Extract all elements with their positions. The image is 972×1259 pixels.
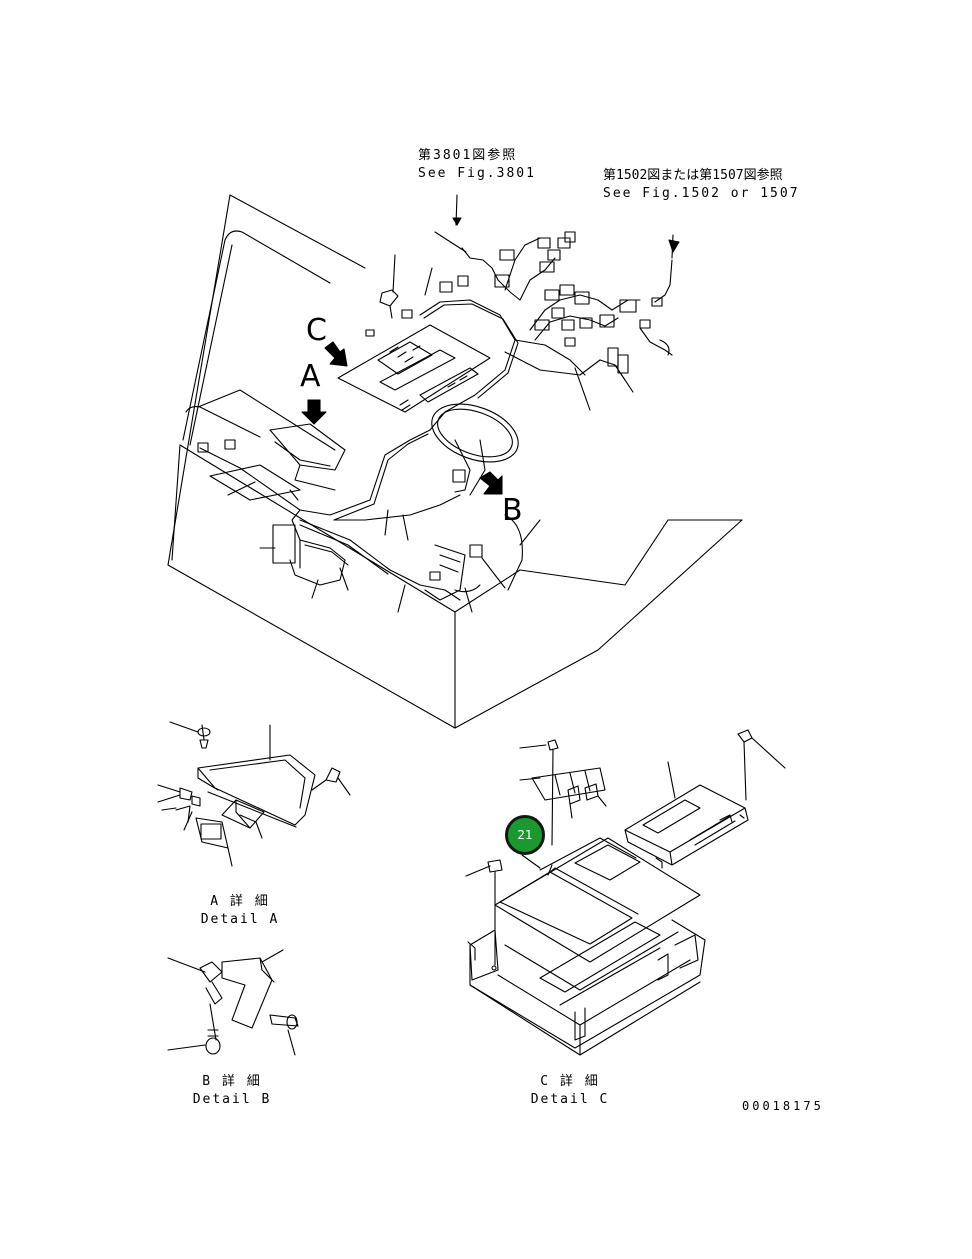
- cab-outline: [168, 195, 742, 728]
- fuse-panel: [338, 255, 490, 412]
- view-arrow-c: [325, 342, 347, 366]
- main-harness: [420, 232, 672, 430]
- connector-cluster: [402, 232, 662, 373]
- view-letter-b: B: [502, 493, 523, 528]
- detail-b-en: Detail B: [192, 1092, 272, 1107]
- ref-arrow-1502: [669, 240, 679, 252]
- detail-a-en: Detail A: [200, 912, 280, 927]
- view-arrow-a: [302, 400, 326, 424]
- ref-fig1502-jp: 第1502図または第1507図参照: [603, 168, 783, 183]
- detail-a-drawing: [158, 722, 350, 866]
- ref-fig1502-en: See Fig.1502 or 1507: [603, 186, 800, 201]
- detail-a-jp: A 詳 細: [210, 894, 270, 909]
- part-callout-badge[interactable]: 21: [505, 815, 545, 855]
- detail-c-en: Detail C: [530, 1092, 610, 1107]
- view-letter-c: C: [306, 313, 327, 348]
- detail-c-jp: C 詳 細: [540, 1074, 600, 1089]
- ref-arrow-3801: [453, 218, 461, 225]
- detail-c-drawing: [466, 730, 785, 1055]
- leader-lines: [425, 195, 673, 410]
- detail-b-jp: B 詳 細: [202, 1074, 262, 1089]
- ref-fig3801-jp: 第3801図参照: [418, 148, 518, 163]
- ref-fig3801-en: See Fig.3801: [418, 166, 536, 181]
- meter-cover: [270, 424, 345, 490]
- leader-lines-lower: [228, 482, 505, 612]
- steering-wheel: [424, 393, 526, 495]
- detail-b-drawing: [168, 950, 298, 1055]
- view-arrow-b: [480, 472, 502, 494]
- view-letter-a: A: [300, 359, 321, 394]
- lower-harness: [198, 430, 482, 600]
- drawing-number: 00018175: [742, 1099, 824, 1113]
